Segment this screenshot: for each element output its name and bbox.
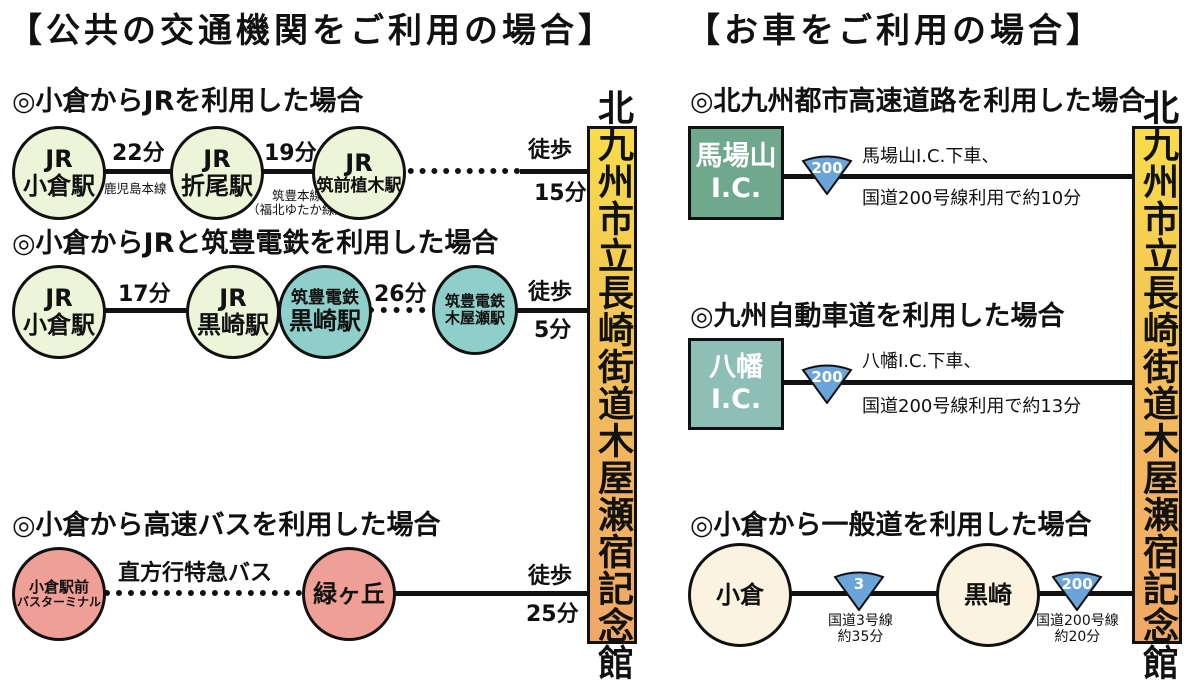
jr-walk-time: 15分	[534, 181, 587, 206]
jr-walk-path	[396, 168, 520, 174]
expressway-note-2: 国道200号線利用で約10分	[862, 188, 1082, 209]
bus-route-heading: ◎小倉から高速バスを利用した場合	[12, 510, 441, 541]
jr-time-1: 22分	[112, 141, 165, 166]
bus-dotted-line	[104, 590, 314, 596]
location-kurosaki: 黒崎	[936, 543, 1040, 647]
kyushu-road-line	[782, 380, 1134, 385]
jr-walk-label: 徒歩	[528, 138, 573, 163]
destination-museum-car: 北九州市立長崎街道木屋瀬宿記念館	[1132, 89, 1182, 681]
jr-chikuho-time-1: 17分	[118, 282, 171, 307]
jr-line-kagoshima: 鹿児島本線	[104, 181, 167, 196]
bus-service-name: 直方行特急バス	[118, 561, 273, 586]
station-midorigaoka: 緑ヶ丘	[302, 547, 396, 641]
jr-walk-connector	[520, 169, 590, 174]
chikuho-walk-connector	[510, 308, 590, 313]
jr-chikuho-time-2: 26分	[374, 282, 427, 307]
station-kokura-bus-terminal: 小倉駅前バスターミナル	[12, 547, 106, 641]
destination-museum-public: 北九州市立長崎街道木屋瀬宿記念館	[587, 89, 637, 681]
bus-walk-connector	[390, 591, 590, 596]
expressway-route-heading: ◎北九州都市高速道路を利用した場合	[690, 86, 1146, 117]
expressway-road-line	[782, 174, 1134, 179]
station-chikuho-koyanose: 筑豊電鉄木屋瀬駅	[432, 265, 518, 355]
public-transport-title: 【公共の交通機関をご利用の場合】	[8, 11, 616, 51]
kyushu-note-2: 国道200号線利用で約13分	[862, 396, 1082, 417]
route-3-shield-icon: 3	[832, 571, 886, 611]
kyushu-route-heading: ◎九州自動車道を利用した場合	[690, 301, 1065, 332]
car-title: 【お車をご利用の場合】	[686, 11, 1104, 51]
route-200-shield-icon: 200	[1050, 571, 1104, 611]
station-chikuho-kurosaki: 筑豊電鉄黒崎駅	[278, 265, 372, 359]
expressway-note-1: 馬場山I.C.下車、	[862, 146, 1000, 167]
route-200-shield-icon: 200	[800, 155, 854, 195]
route-200-shield-icon: 200	[800, 364, 854, 404]
kyushu-note-1: 八幡I.C.下車、	[862, 351, 982, 372]
route-200-note: 国道200号線約20分	[1036, 613, 1119, 646]
jr-line-chikuho: 筑豊本線（福北ゆたか線）	[247, 188, 348, 218]
bus-walk-label: 徒歩	[528, 564, 573, 589]
local-route-heading: ◎小倉から一般道を利用した場合	[690, 510, 1092, 541]
jr-time-2: 19分	[264, 141, 317, 166]
jr-chikuho-rail-line	[80, 308, 280, 313]
jr-route-heading: ◎小倉からJRを利用した場合	[12, 86, 364, 117]
route-3-note: 国道3号線約35分	[828, 613, 893, 646]
chikuho-dotted-line	[368, 307, 438, 313]
jr-chikuho-route-heading: ◎小倉からJRと筑豊電鉄を利用した場合	[12, 228, 499, 259]
jr-chikuho-walk-label: 徒歩	[528, 280, 573, 305]
location-kokura: 小倉	[688, 543, 792, 647]
jr-chikuho-walk-time: 5分	[534, 318, 572, 343]
bus-walk-time: 25分	[526, 602, 579, 627]
